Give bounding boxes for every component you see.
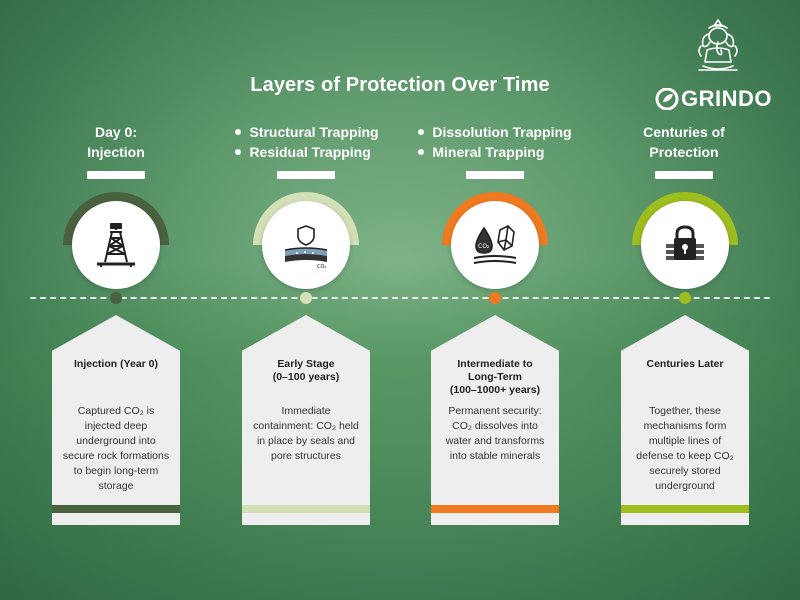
stage-2-card: Early Stage (0–100 years) Immediate cont… [242,315,370,525]
stage-4-heading-line-1: Centuries of [643,124,725,140]
stage-2-card-body: Immediate containment: CO₂ held in place… [253,405,359,462]
logo-wordmark: GRINDO [681,86,772,111]
stage-1-heading-bar [87,171,145,179]
stage-2-card-title-line-2: (0–100 years) [272,371,340,383]
stage-3-card: Intermediate to Long-Term (100–1000+ yea… [431,315,559,525]
stage-3-card-title-line-1: Intermediate to [457,358,533,370]
stage-3-card-body: Permanent security: CO₂ dissolves into w… [445,405,545,462]
stage-3-bullet-dissolution: Dissolution Trapping [416,122,572,142]
stage-3-card-title-line-3: (100–1000+ years) [449,384,541,396]
stage-3-card-bar [431,505,559,513]
stage-1-card-body: Captured CO₂ is injected deep undergroun… [62,405,170,492]
stage-4-timeline-dot [679,292,691,304]
stage-2-card-title-line-1: Early Stage [277,358,335,370]
grindo-logo: GRINDO [655,16,785,110]
stage-3-icon-circle: CO₂ [451,201,539,289]
stage-2-bullet-residual: Residual Trapping [233,142,378,162]
stage-4-heading: Centuries of Protection [594,122,774,162]
grindo-leaf-icon [655,88,679,110]
stage-3-heading: Dissolution Trapping Mineral Trapping [404,122,584,162]
stage-3-heading-bar [466,171,524,179]
stage-2-icon-circle: CO₂ [262,201,350,289]
stage-1-heading-line-1: Day 0: [94,124,138,140]
stage-3-icon-label: CO₂ [478,243,490,250]
padlock-icon [666,225,704,260]
stage-2-heading: Structural Trapping Residual Trapping [216,122,396,162]
stage-3-bullet-mineral: Mineral Trapping [416,142,571,162]
stage-3-card-title: Intermediate to Long-Term (100–1000+ yea… [439,358,551,397]
stage-4-card-bar [621,505,749,513]
stage-2-card-bar [242,505,370,513]
timeline-line [30,297,770,299]
stage-2-heading-bar [277,171,335,179]
stage-1-card-title: Injection (Year 0) [73,358,159,370]
stage-4-card-body: Together, these mechanisms form multiple… [636,405,734,492]
stage-2-icon-label: CO₂ [317,264,326,270]
stage-2-timeline-dot [300,292,312,304]
stage-1-icon-circle [72,201,160,289]
stage-1-timeline-dot [110,292,122,304]
page-title: Layers of Protection Over Time [250,74,550,96]
oil-rig-icon [97,223,135,267]
stage-4-icon-circle [641,201,729,289]
stage-1-heading-line-2: Injection [87,144,145,160]
shield-rock-layers-icon: CO₂ [284,225,328,270]
stage-1-heading: Day 0: Injection [26,122,206,162]
stage-1-card-bar [52,505,180,513]
stage-3-card-title-line-2: Long-Term [467,371,523,383]
stage-2-card-title: Early Stage (0–100 years) [250,358,362,384]
stage-4-card-title: Centuries Later [646,358,724,370]
stage-4-heading-line-2: Protection [649,144,719,160]
stage-4-card: Centuries Later Together, these mechanis… [621,315,749,525]
stage-3-timeline-dot [489,292,501,304]
ganesha-emblem-icon [698,19,738,71]
stage-1-card: Injection (Year 0) Captured CO₂ is injec… [52,315,180,525]
co2-mineral-crystal-icon: CO₂ [473,225,517,264]
stage-2-bullet-structural: Structural Trapping [233,122,379,142]
stage-4-heading-bar [655,171,713,179]
